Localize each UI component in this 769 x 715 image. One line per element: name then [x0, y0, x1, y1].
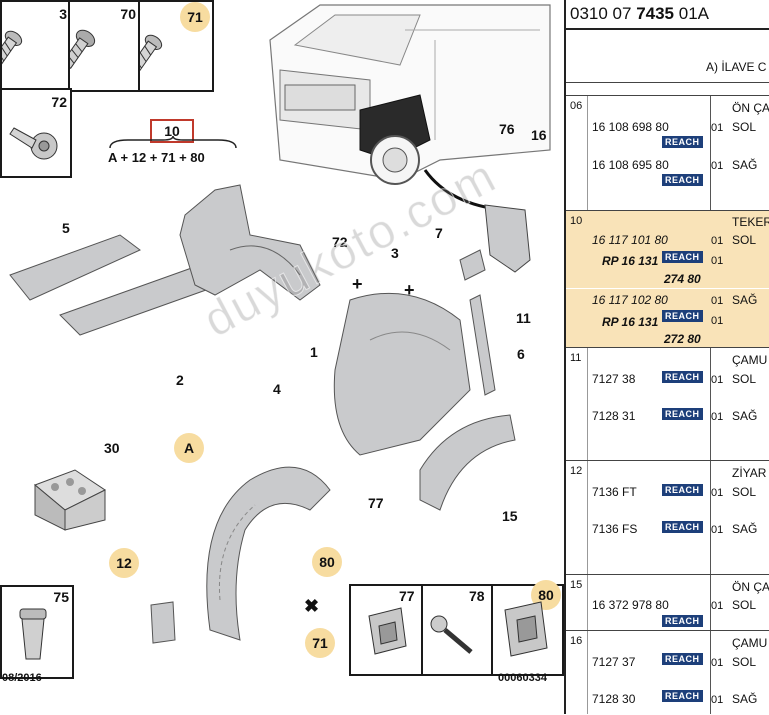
- screw-icon: [0, 30, 23, 70]
- reach-badge: REACH: [662, 690, 703, 702]
- fastener-box-75: 75: [0, 585, 74, 679]
- clip-tray: [34, 469, 106, 531]
- part-label-77: 77: [399, 588, 415, 604]
- callout-76: 76: [499, 121, 515, 137]
- part-label-75: 75: [53, 589, 69, 605]
- callout-11: 11: [516, 310, 531, 326]
- callout-77: 77: [368, 495, 384, 511]
- trim-parts: [459, 249, 496, 396]
- callout-72: 72: [332, 234, 348, 250]
- reach-badge: REACH: [662, 371, 703, 383]
- table-row[interactable]: 15 ÖN ÇA 16 372 978 80 REACH 01 SOL: [566, 574, 769, 631]
- document-id: 0310 07 7435 01A: [570, 4, 709, 23]
- callout-4: 4: [273, 381, 281, 397]
- part-number: 7127 38: [592, 372, 636, 386]
- table-row[interactable]: 16 ÇAMU 7127 37 REACH 01 SOL 7128 30 REA…: [566, 630, 769, 715]
- callout-12: 12: [109, 548, 139, 578]
- reach-badge: REACH: [662, 136, 703, 148]
- reach-badge: REACH: [662, 521, 703, 533]
- front-wing-panel: [333, 292, 471, 456]
- table-row-highlighted[interactable]: 10 TEKER 16 117 101 80 01 SOL RP 16 131 …: [566, 210, 769, 348]
- callout-6: 6: [517, 346, 525, 362]
- callout-A: A: [174, 433, 204, 463]
- drawing-id: 00060334: [498, 672, 547, 684]
- fastener-box-group: 77 78 80: [349, 580, 564, 676]
- callout-2: 2: [176, 372, 184, 388]
- self-tapping-screw-icon: [9, 127, 58, 160]
- fastener-box-3: 3: [0, 0, 72, 92]
- cover-cap: [150, 601, 176, 644]
- rivet-nut-icon: [19, 608, 47, 660]
- fastener-box-71: 71: [129, 0, 214, 92]
- callout-80: 80: [312, 547, 342, 577]
- wheel-arch-extension: [419, 414, 516, 511]
- callout-1: 1: [310, 344, 318, 360]
- mudflap: [484, 204, 531, 273]
- fixing-marker: +: [404, 280, 415, 300]
- parts-table: 0310 07 7435 01A A) İLAVE C 06 ÖN ÇA 16 …: [564, 0, 769, 714]
- reach-badge: REACH: [662, 174, 703, 186]
- part-label-78: 78: [469, 588, 485, 604]
- wheel-arch-liner: [206, 466, 331, 641]
- callout-3: 3: [391, 245, 399, 261]
- callout-16: 16: [531, 127, 547, 143]
- callout-7: 7: [435, 225, 443, 241]
- fixing-marker: +: [352, 274, 363, 294]
- part-label-3: 3: [59, 6, 67, 22]
- kit-formula: A + 12 + 71 + 80: [108, 150, 205, 165]
- callout-71: 71: [305, 628, 335, 658]
- table-row[interactable]: 12 ZİYAR 7136 FT REACH 01 SOL 7136 FS RE…: [566, 460, 769, 575]
- part-label-72: 72: [51, 94, 67, 110]
- van-illustration: [269, 4, 551, 185]
- part-number: 7128 31: [592, 409, 636, 423]
- reach-badge: REACH: [662, 251, 703, 263]
- diagram-date: 08/2016: [2, 672, 42, 684]
- fastener-box-72: 72: [0, 88, 72, 178]
- fastener-box-70: 70: [61, 0, 142, 92]
- part-label-80: 80: [531, 580, 561, 610]
- fixing-marker: ✖: [304, 596, 320, 616]
- callout-15: 15: [502, 508, 518, 524]
- part-number: 16 117 102 80: [592, 293, 668, 307]
- part-number: 7136 FS: [592, 522, 638, 536]
- part-number: 7136 FT: [592, 485, 637, 499]
- part-number: 16 372 978 80: [592, 598, 669, 612]
- reach-badge: REACH: [662, 310, 703, 322]
- exploded-parts-diagram: 3 70 71: [0, 0, 564, 684]
- part-number: RP 16 131: [602, 254, 659, 268]
- callout-30: 30: [104, 440, 120, 456]
- part-label-70: 70: [120, 6, 136, 22]
- part-label-71-highlight: 71: [180, 2, 210, 32]
- part-number: 16 108 698 80: [592, 120, 669, 134]
- kit-brace: [109, 136, 237, 149]
- reach-badge: REACH: [662, 484, 703, 496]
- reach-badge: REACH: [662, 615, 703, 627]
- part-number: 16 117 101 80: [592, 233, 668, 247]
- inner-panel-assembly: [9, 184, 321, 336]
- callout-5: 5: [62, 220, 70, 236]
- table-row[interactable]: 06 ÖN ÇA 16 108 698 80 REACH 01 SOL 16 1…: [566, 95, 769, 211]
- kit-label-10: 10: [150, 119, 194, 143]
- table-row[interactable]: 11 ÇAMU 7127 38 REACH 01 SOL 7128 31 REA…: [566, 347, 769, 461]
- reach-badge: REACH: [662, 653, 703, 665]
- part-number: RP 16 131: [602, 315, 659, 329]
- part-number: 7127 37: [592, 655, 636, 669]
- section-note: A) İLAVE C: [706, 60, 767, 74]
- part-number: 16 108 695 80: [592, 158, 669, 172]
- clip-icons: [368, 601, 548, 657]
- part-number: 7128 30: [592, 692, 636, 706]
- reach-badge: REACH: [662, 408, 703, 420]
